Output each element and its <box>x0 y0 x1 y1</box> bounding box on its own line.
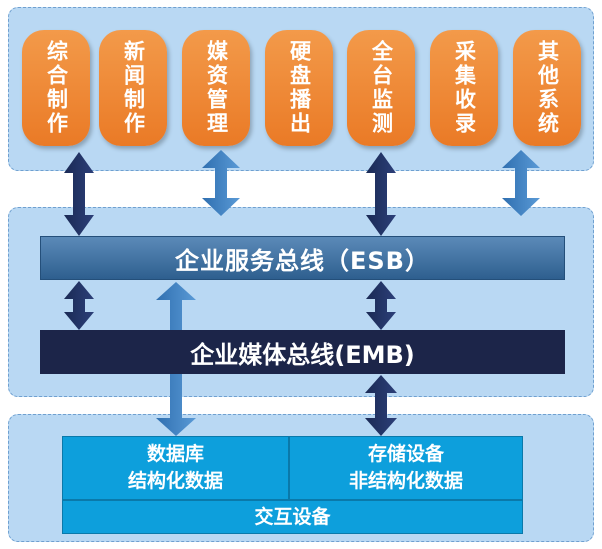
app-label: 其他系统 <box>535 40 560 136</box>
storage-device-subtitle: 非结构化数据 <box>348 470 463 492</box>
database-block: 数据库 结构化数据 <box>62 436 289 500</box>
app-integrated-production[interactable]: 综合制作 <box>22 30 90 146</box>
database-subtitle: 结构化数据 <box>127 470 223 492</box>
app-media-asset-management[interactable]: 媒资管理 <box>182 30 250 146</box>
app-label: 新闻制作 <box>121 40 146 136</box>
storage-device-block: 存储设备 非结构化数据 <box>289 436 523 500</box>
storage-device-title: 存储设备 <box>367 443 444 465</box>
double-arrow-emb-storage <box>365 375 397 436</box>
double-arrow-other-bus <box>502 150 540 216</box>
app-other-systems[interactable]: 其他系统 <box>513 30 581 146</box>
double-arrow-mam-bus <box>202 150 240 216</box>
database-title: 数据库 <box>146 443 204 465</box>
double-arrow-esb-emb-left <box>64 281 94 330</box>
double-arrow-esb-emb-right <box>366 281 396 330</box>
interaction-device-label: 交互设备 <box>254 505 331 528</box>
app-label: 硬盘播出 <box>287 40 312 136</box>
app-label: 媒资管理 <box>204 40 229 136</box>
app-station-monitoring[interactable]: 全台监测 <box>347 30 415 146</box>
double-arrow-monitor-esb <box>366 152 396 236</box>
app-label: 综合制作 <box>44 40 69 136</box>
interaction-device-block: 交互设备 <box>62 500 523 534</box>
app-label: 采集收录 <box>452 40 477 136</box>
double-arrow-app-esb <box>64 152 94 236</box>
app-label: 全台监测 <box>369 40 394 136</box>
emb-label: 企业媒体总线(EMB) <box>190 340 415 369</box>
app-disk-playout[interactable]: 硬盘播出 <box>265 30 333 146</box>
esb-bus: 企业服务总线（ESB） <box>40 236 565 280</box>
app-ingest-recording[interactable]: 采集收录 <box>430 30 498 146</box>
app-news-production[interactable]: 新闻制作 <box>99 30 167 146</box>
esb-label: 企业服务总线（ESB） <box>175 246 430 275</box>
emb-bus-overlay: 企业媒体总线(EMB) <box>40 330 565 374</box>
